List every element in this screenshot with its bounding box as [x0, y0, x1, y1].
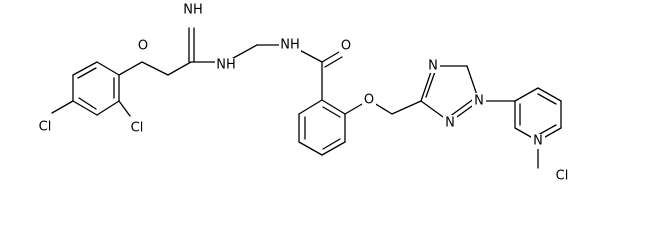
atom-label-n: N [533, 134, 543, 149]
atom-n-triazole-top: N [426, 58, 440, 74]
atom-o-ether-left: O [136, 39, 150, 54]
atom-nh-imine: NH [182, 3, 204, 18]
atom-cl-mid: Cl [127, 120, 147, 136]
atom-n-pyridine: N [531, 134, 545, 149]
atom-n-triazole-ring: N [472, 93, 486, 109]
atom-label-cl: Cl [131, 121, 144, 136]
atom-cl-left: Cl [35, 119, 55, 135]
bond [298, 99, 323, 115]
atom-label-o: O [341, 39, 351, 54]
atom-o-ether-right: O [362, 93, 376, 108]
atom-label-o: O [138, 39, 148, 54]
atom-labels: Cl Cl O NH NH NH O O [35, 3, 572, 184]
label-background [362, 93, 376, 108]
atom-label-nh: NH [216, 58, 236, 73]
bond [141, 61, 169, 76]
atom-label-cl: Cl [556, 169, 569, 184]
label-background [426, 58, 440, 73]
atom-cl-right: Cl [552, 168, 572, 184]
bond [391, 100, 422, 115]
bond [537, 124, 557, 136]
bond [96, 61, 120, 76]
bond [514, 87, 539, 102]
atom-label-n: N [474, 94, 484, 109]
atom-nh-hydrazine-a: NH [215, 58, 237, 73]
bond [72, 61, 98, 76]
structure-canvas: Cl Cl O NH NH NH O O [35, 2, 572, 184]
atom-nh-hydrazine-b: NH [279, 38, 301, 53]
label-background [339, 38, 353, 53]
label-background [35, 119, 55, 135]
bond [322, 106, 341, 118]
atom-label-cl: Cl [39, 120, 52, 135]
label-background [443, 115, 457, 130]
bond [118, 100, 131, 117]
bond [321, 141, 346, 156]
bond [96, 100, 120, 116]
bond [72, 100, 98, 116]
label-background [279, 38, 301, 53]
bond [537, 87, 562, 102]
atom-n-triazole-bottom: N [443, 115, 457, 131]
bond [322, 138, 341, 150]
atom-label-n: N [445, 116, 455, 131]
atom-label-o: O [364, 93, 374, 108]
label-background [215, 58, 237, 73]
bond [78, 97, 97, 110]
atom-o-carbonyl: O [339, 38, 353, 54]
label-background [127, 120, 147, 136]
atom-label-nh: NH [280, 38, 300, 53]
label-background [182, 3, 204, 18]
bond [321, 51, 340, 63]
bond [298, 141, 323, 156]
bond [118, 61, 143, 76]
molecule-drawing: Cl Cl O NH NH NH O O [35, 2, 572, 184]
bond [448, 97, 476, 118]
bond [324, 56, 343, 68]
bond [167, 61, 192, 76]
atom-label-n: N [428, 59, 438, 74]
label-background [472, 93, 486, 108]
bond [425, 68, 437, 98]
bond [537, 93, 557, 105]
label-background [531, 134, 545, 149]
bond [321, 99, 346, 115]
label-background [552, 168, 572, 184]
bond [51, 100, 74, 114]
atom-label-nh: NH [183, 3, 203, 18]
bond [77, 67, 97, 79]
label-background [136, 39, 150, 54]
